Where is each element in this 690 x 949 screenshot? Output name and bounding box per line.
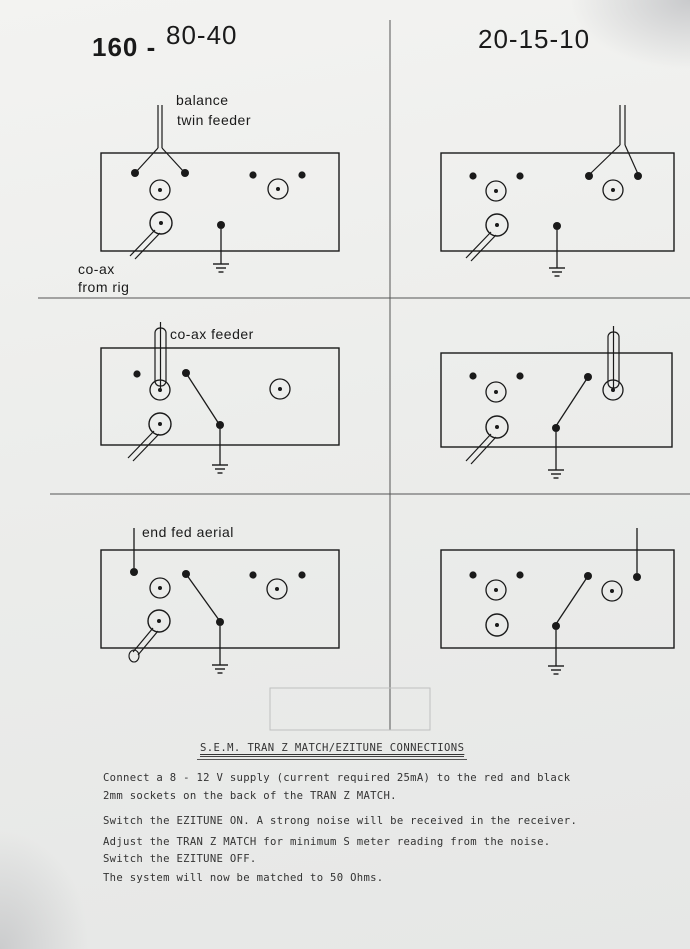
band-label-low: 80-40 (166, 20, 238, 50)
panel-left-bottom (100, 528, 340, 674)
band-label-high: 20-15-10 (478, 24, 590, 54)
panel-right-bottom (440, 528, 675, 675)
label-twin-feeder: twin feeder (177, 112, 251, 128)
notes-title: S.E.M. TRAN Z MATCH/EZITUNE CONNECTIONS (196, 742, 468, 760)
label-balance: balance (176, 92, 229, 108)
label-from-rig: from rig (78, 279, 129, 295)
label-end-fed-aerial: end fed aerial (142, 524, 234, 540)
panel-right-middle (440, 326, 673, 479)
label-coax-feeder: co-ax feeder (170, 326, 254, 342)
panel-left-top (100, 105, 340, 273)
panel-left-middle (100, 322, 340, 474)
label-coax: co-ax (78, 261, 115, 277)
panel-right-top (440, 105, 675, 277)
page-fragment-label: 160 - (92, 32, 156, 62)
show-through-box (269, 687, 431, 731)
